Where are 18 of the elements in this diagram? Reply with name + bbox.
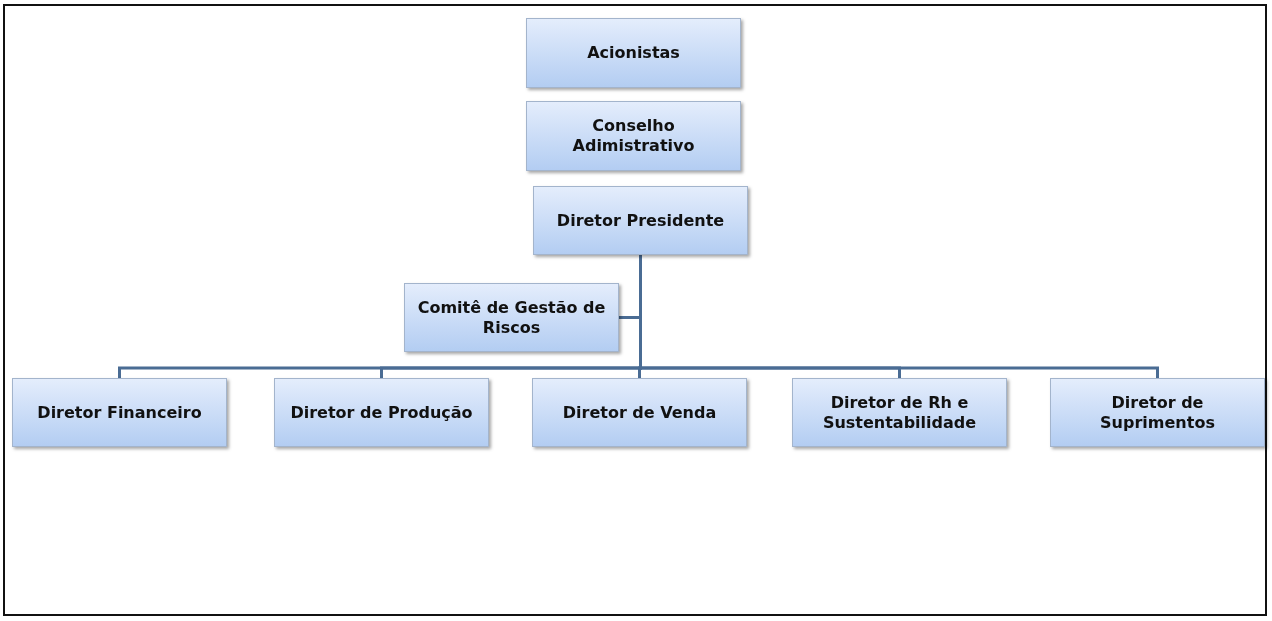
box-label: Comitê de Gestão de Riscos xyxy=(416,297,607,338)
org-box xyxy=(526,101,741,171)
org-box xyxy=(12,378,227,447)
org-box xyxy=(274,378,489,447)
box-label: Diretor Presidente xyxy=(556,210,725,231)
box-label: Diretor de Rh e Sustentabilidade xyxy=(821,392,978,433)
box-label: Diretor de Produção xyxy=(290,402,473,423)
org-box xyxy=(1050,378,1265,447)
box-label: Diretor de Venda xyxy=(562,402,717,423)
box-label: Acionistas xyxy=(587,43,680,63)
org-box xyxy=(792,378,1007,447)
box-label: Diretor Financeiro xyxy=(37,402,202,423)
box-label: Diretor de Suprimentos xyxy=(1099,392,1216,433)
org-box xyxy=(532,378,747,447)
org-box xyxy=(526,18,741,88)
org-box xyxy=(404,283,619,352)
box-label: Conselho Adimistrativo xyxy=(571,116,696,156)
org-box xyxy=(533,186,748,255)
